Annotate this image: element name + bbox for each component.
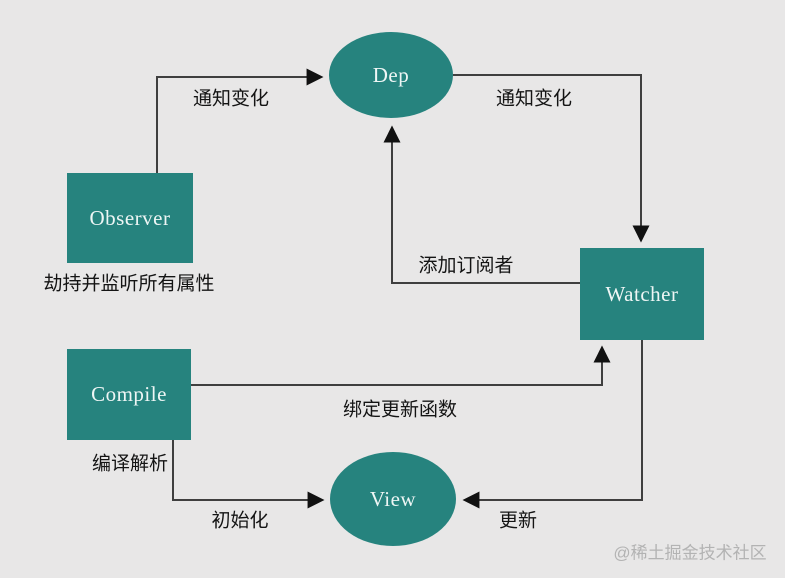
node-dep-label: Dep: [372, 62, 410, 87]
edge-label-watcher-to-view: 更新: [498, 510, 538, 532]
edge-label-compile-to-watcher: 绑定更新函数: [342, 399, 458, 421]
edge-label-watcher-to-dep: 添加订阅者: [418, 255, 514, 277]
edge-dep-to-watcher: [453, 74, 650, 243]
node-view-label: View: [369, 486, 417, 511]
watermark-text: @稀土掘金技术社区: [613, 543, 767, 563]
caption-observer: 劫持并监听所有属性: [43, 273, 215, 295]
edge-observer-to-dep: [156, 68, 324, 173]
caption-compile: 编译解析: [91, 453, 169, 475]
node-compile-label: Compile: [91, 382, 167, 406]
node-observer-label: Observer: [89, 205, 171, 230]
edge-watcher-to-dep: [383, 125, 580, 284]
node-watcher-label: Watcher: [605, 281, 679, 306]
node-observer: Observer: [67, 173, 193, 263]
node-view: View: [330, 452, 456, 546]
edge-compile-to-watcher: [191, 345, 611, 386]
edge-label-compile-to-view: 初始化: [211, 510, 269, 532]
edge-label-observer-to-dep: 通知变化: [192, 88, 270, 110]
edge-label-dep-to-watcher: 通知变化: [495, 88, 573, 110]
node-watcher: Watcher: [580, 248, 704, 340]
edge-watcher-to-view: [462, 340, 643, 509]
node-compile: Compile: [67, 349, 191, 440]
edge-compile-to-view: [172, 440, 325, 509]
node-dep: Dep: [329, 32, 453, 118]
